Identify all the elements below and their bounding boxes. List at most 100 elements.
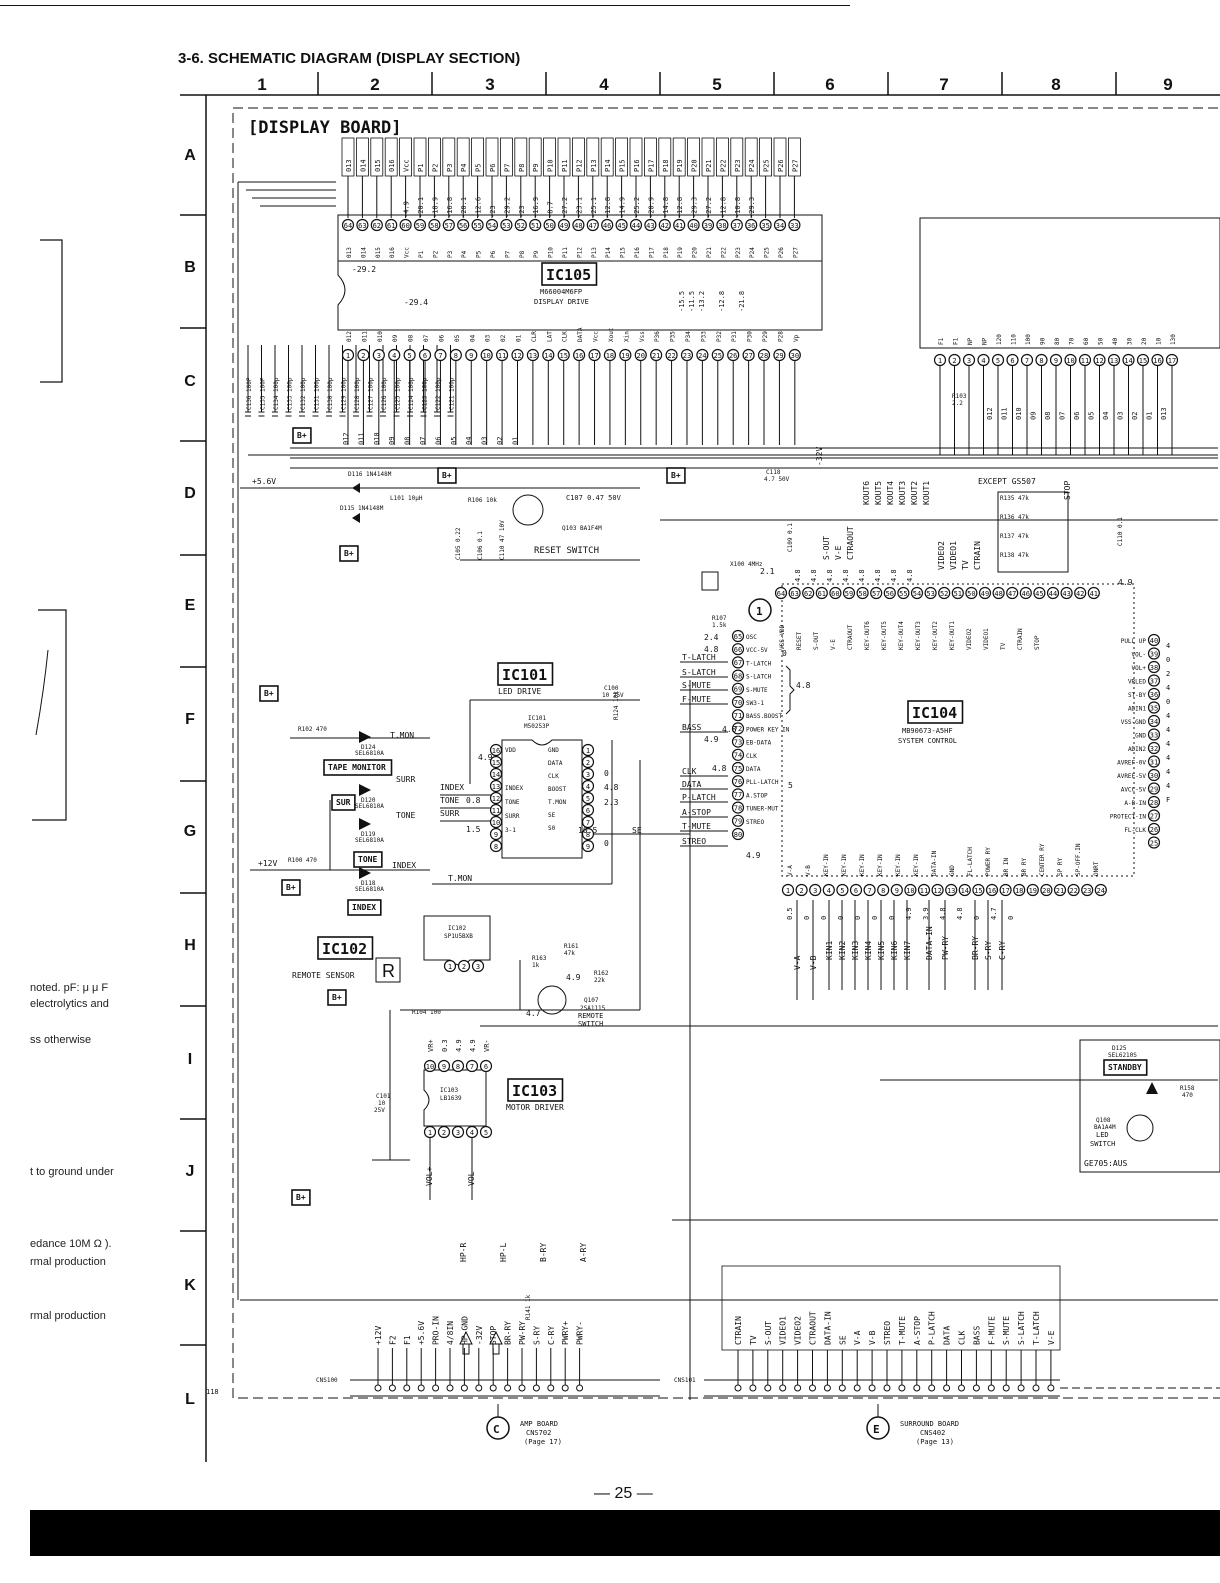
ic105-pin-name: P9 <box>533 250 540 258</box>
net-label: CTRAIN <box>973 541 982 570</box>
cns101-pin-label: V-B <box>868 1330 877 1345</box>
voltage-label: 4.9 <box>704 735 719 744</box>
pin-number: 33 <box>1150 731 1158 739</box>
resistor-label: R162 <box>594 970 609 977</box>
ic105-bottom-pin-label: P33 <box>700 331 707 342</box>
pin-number: 59 <box>845 590 853 598</box>
ic105-top-pin-label: P11 <box>561 159 569 172</box>
ic105-p-box <box>514 137 528 177</box>
pin-number: 21 <box>652 352 660 360</box>
ic104-top-pin-name: KEY-OUT2 <box>932 621 939 650</box>
margin-note: t to ground under <box>30 1166 114 1178</box>
right-pin-name: 06 <box>1073 412 1081 420</box>
ic104-outline <box>781 583 1135 877</box>
net-label: TONE <box>396 811 415 820</box>
pin-number: 54 <box>913 590 921 598</box>
cns100-pin-label: PWRY- <box>576 1321 585 1345</box>
ic105-p-box <box>716 137 729 177</box>
voltage-label: 0.5 <box>786 907 794 920</box>
pin-number: 50 <box>967 590 975 598</box>
pin-number: 53 <box>926 590 934 598</box>
ic104-bottom-pin-name: POWER RY <box>985 847 992 876</box>
led-sur <box>359 784 371 796</box>
ic105-p-box <box>543 137 556 177</box>
transistor-label: SWITCH <box>578 1020 603 1028</box>
pin-number: 56 <box>459 222 467 230</box>
ic102-pin <box>471 959 485 973</box>
right-pin-label: F1 <box>953 337 960 345</box>
up-arrow <box>459 1330 473 1355</box>
ic105-pin <box>730 218 743 232</box>
grid-column-label: 7 <box>939 75 948 94</box>
ic101-pin-name: GND <box>548 747 559 754</box>
capacitor-label: C110 0.1 <box>1117 517 1124 546</box>
capacitor-label: C105 0.22 <box>455 527 462 560</box>
pin-number: 15 <box>974 887 982 895</box>
voltage-label: 0 <box>854 916 862 920</box>
ic105-voltage: -13.2 <box>698 291 706 312</box>
ic102-ref-small: IC102 <box>448 925 466 932</box>
ic103-pin <box>437 1125 451 1139</box>
ic105-pin <box>701 218 715 232</box>
grid-column-label: 5 <box>712 75 721 94</box>
cns100-contact <box>576 1384 584 1392</box>
ic104-bottom-pin-name: BR IN <box>1003 858 1010 876</box>
voltage-label: 4.9 <box>746 851 761 860</box>
capacitor-label: C100 <box>604 685 619 692</box>
ic105-pin <box>759 218 772 232</box>
ic105-pin <box>356 218 369 232</box>
pin-number: 44 <box>632 222 640 230</box>
connector-dest-page: (Page 13) <box>916 1438 954 1446</box>
pin-number: 63 <box>790 590 798 598</box>
net-label: STOP <box>1063 481 1072 500</box>
cns101-contact <box>913 1384 921 1392</box>
resistor-label: R100 470 <box>288 857 317 864</box>
cns101-contact <box>794 1384 802 1392</box>
pin-number: 6 <box>1010 357 1014 365</box>
ic104-pin <box>1147 822 1161 836</box>
ic105-p-box <box>384 137 398 177</box>
capacitor-label: C109 0.1 <box>787 523 794 552</box>
ic105-pin <box>471 218 484 232</box>
ic105-bottom-pin-label: P28 <box>777 331 784 342</box>
ic101-pin-name: SE <box>548 812 556 819</box>
pin-number: 7 <box>438 352 442 360</box>
ic104-pin <box>1006 586 1019 600</box>
pin-number: 6 <box>854 887 858 895</box>
led-ref: D120 <box>361 797 376 804</box>
cns100-contact <box>432 1384 440 1392</box>
resistor-label: 470 <box>1182 1092 1193 1099</box>
ic104-pin <box>731 801 745 814</box>
ic105-pin-name: P24 <box>749 247 756 258</box>
resistor-label: R107 <box>712 615 727 622</box>
transistor-label: Q108 <box>1096 1117 1111 1124</box>
cns101-contact <box>734 1384 742 1392</box>
ic103-pin <box>423 1059 437 1073</box>
right-pin-label: 90 <box>1040 337 1047 345</box>
ic105-pin <box>603 348 617 362</box>
ic105-bottom-pin-label: P32 <box>716 331 723 342</box>
margin-note: edance 10M Ω ). <box>30 1238 112 1250</box>
pin-number: 24 <box>1097 887 1105 895</box>
pin-number: 46 <box>1022 590 1030 598</box>
pin-number: 14 <box>492 771 500 779</box>
voltage-label: 10.5 <box>578 826 597 835</box>
pin-number: 16 <box>492 747 500 755</box>
capacitor-label: C122 100p <box>435 377 442 410</box>
cns101-pin-label: STREO <box>883 1321 892 1345</box>
ic104-pin <box>870 586 883 600</box>
ic105-pin <box>428 218 441 232</box>
ic104-left-pin-name: DATA <box>746 766 761 773</box>
ic105-pin <box>727 348 740 362</box>
pin-number: 3 <box>456 1129 460 1137</box>
ic105-pin-name: P23 <box>735 247 742 258</box>
margin-note: rmal production <box>30 1310 106 1322</box>
ic104-top-pin-name: KEY-OUT1 <box>949 621 956 650</box>
ic104-pin <box>1087 586 1100 600</box>
ic105-p-box <box>572 137 585 177</box>
margin-note: electrolytics and <box>30 998 109 1010</box>
right-connector-pin <box>991 353 1005 367</box>
ic105-bottom-pin-label: LAT <box>546 331 553 342</box>
